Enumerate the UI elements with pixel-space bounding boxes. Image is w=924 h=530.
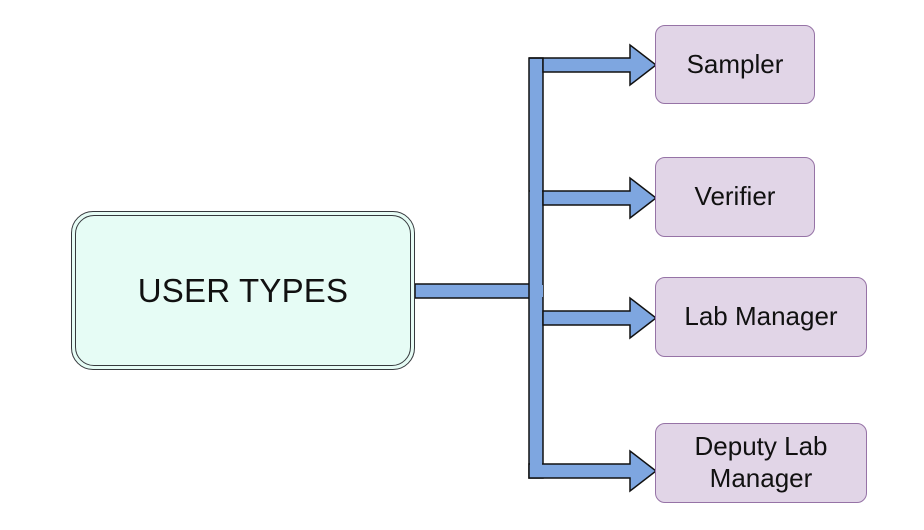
root-connector-arrow: [414, 283, 543, 299]
sampler-label: Sampler: [686, 48, 784, 79]
deputy-lab-manager-node: Deputy Lab Manager: [655, 423, 867, 503]
lab-manager-node: Lab Manager: [655, 277, 867, 357]
user-types-node: USER TYPES: [71, 211, 415, 370]
verifier-label: Verifier: [694, 181, 776, 212]
user-types-label: USER TYPES: [137, 271, 349, 309]
arrow-to-verifier: [529, 176, 658, 220]
arrow-to-lab-manager: [542, 296, 658, 340]
lab-manager-label: Lab Manager: [684, 301, 838, 332]
sampler-node: Sampler: [655, 25, 815, 104]
arrow-to-sampler: [529, 43, 658, 87]
arrow-to-deputy-lab-manager: [528, 449, 658, 493]
deputy-lab-manager-label: Deputy Lab Manager: [694, 431, 828, 493]
verifier-node: Verifier: [655, 157, 815, 237]
